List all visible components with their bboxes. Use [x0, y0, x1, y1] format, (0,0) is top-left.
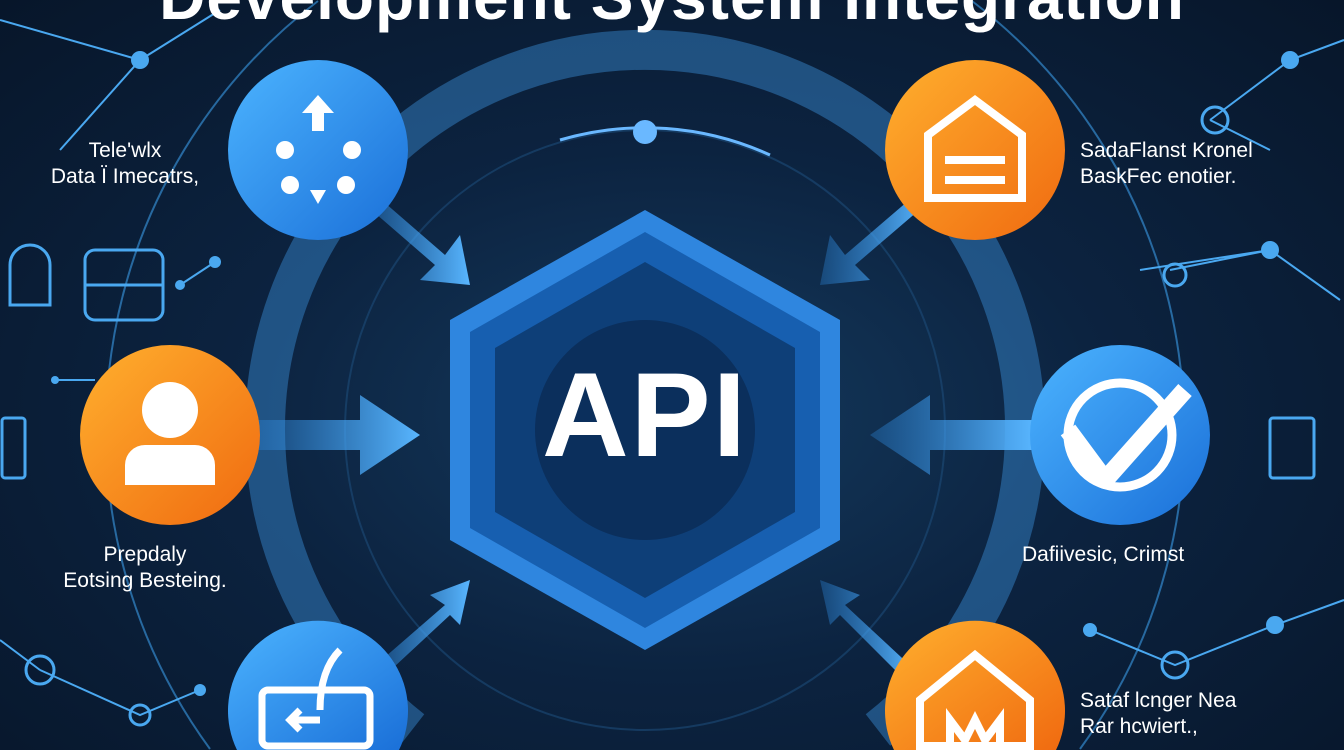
label-line: SadaFlanst Kronel [1080, 139, 1253, 162]
label-line: Data Ï Imecatrs, [50, 165, 200, 188]
node-mid-left [80, 345, 260, 525]
arrow-mid-left [255, 395, 420, 475]
label-line: Rar hcwiert., [1080, 715, 1198, 738]
label-line: Sataf lcnger Nea [1080, 689, 1237, 712]
node-top-left [228, 60, 408, 240]
user-icon [125, 382, 215, 485]
label-top-right: SadaFlanst Kronel BaskFec enotier. [1080, 138, 1253, 190]
api-hexagon [450, 210, 840, 650]
arrow-top-right [820, 195, 925, 285]
label-line: BaskFec enotier. [1080, 165, 1237, 188]
arrow-bottom-right [820, 580, 915, 680]
label-line: Dafiivesic, Crimst [1022, 543, 1185, 566]
arrow-top-left [360, 190, 470, 285]
network-nodes [51, 51, 1299, 696]
label-top-left: Tele'wlx Data Ï Imecatrs, [40, 138, 210, 190]
node-mid-right [1030, 345, 1210, 525]
arrows [255, 190, 1035, 680]
arrow-mid-right [870, 395, 1035, 475]
node-bottom-left [228, 620, 408, 750]
orbit-node [633, 120, 657, 144]
label-line: Tele'wlx [88, 139, 162, 162]
checkmark-icon [1060, 384, 1192, 489]
orbit-ring-wide [245, 29, 1045, 746]
orbit-ring-outer-left [104, 0, 319, 750]
label-bottom-right: Sataf lcnger Nea Rar hcwiert., [1080, 688, 1236, 740]
node-top-right [885, 60, 1065, 240]
arrow-bottom-left [370, 580, 470, 680]
label-line: Eotsing Besteing. [63, 569, 227, 592]
node-bottom-right [885, 620, 1065, 750]
orbit-arc-top [559, 126, 771, 157]
page-title: Development System Integration [0, 0, 1344, 32]
orbit-ring-outer-right [971, 0, 1186, 750]
label-mid-left: Prepdaly Eotsing Besteing. [40, 542, 250, 594]
edit-card-icon [258, 647, 374, 750]
people-network-icon [276, 95, 361, 204]
network-lines [0, 9, 1344, 717]
house-icon [916, 649, 1034, 750]
label-line: Prepdaly [103, 543, 187, 566]
network-rings [0, 105, 1316, 727]
api-label: API [541, 348, 749, 482]
label-mid-right: Dafiivesic, Crimst [1022, 542, 1184, 568]
building-icon [924, 95, 1026, 202]
